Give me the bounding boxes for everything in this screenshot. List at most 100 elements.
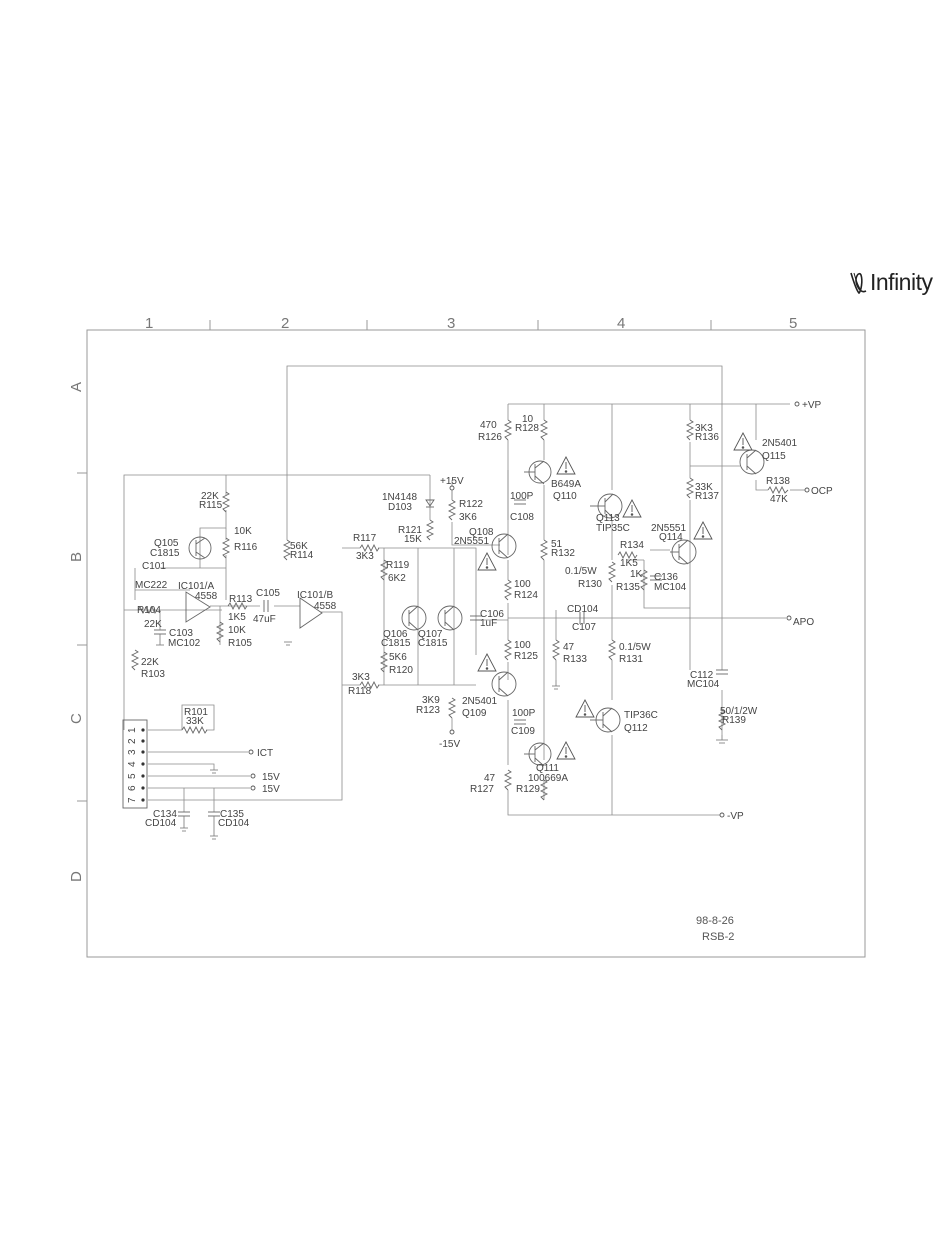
- component-label-q106: C1815: [381, 638, 411, 649]
- resistor-r131-symbol: [607, 639, 617, 661]
- component-label-c134: CD104: [145, 818, 177, 829]
- component-label-r117n: R117: [353, 533, 377, 544]
- infinity-wave-logo-icon: [850, 272, 867, 295]
- component-label-c136: MC104: [654, 582, 687, 593]
- component-label-r127n: R127: [470, 784, 494, 795]
- component-label-r122: 3K6: [459, 512, 477, 523]
- component-label-r118n: R118: [348, 686, 372, 697]
- component-label-r129n: R129: [516, 784, 540, 795]
- resistor-r115-symbol: [221, 491, 231, 513]
- component-label-r115n: R115: [199, 500, 223, 511]
- transistor-q111-symbol: [524, 742, 552, 767]
- net-terminals: [248, 401, 810, 818]
- component-label-ic101bv: 4558: [314, 601, 337, 612]
- net-label-plus-15v: +15V: [440, 476, 464, 487]
- component-label-r128n: R128: [515, 423, 539, 434]
- resistor-r127-symbol: [503, 769, 513, 791]
- connector-net-label-ict: ICT: [257, 748, 273, 759]
- net-label-minus-15v: -15V: [439, 739, 460, 750]
- warning-triangle-icon: [575, 699, 595, 718]
- transistor-q105-symbol: [188, 536, 212, 560]
- connector-pin-number: 7: [127, 797, 138, 803]
- component-label-r101: 33K: [186, 716, 204, 727]
- grid-row-label: D: [68, 871, 85, 882]
- component-label-r133n: R133: [563, 654, 587, 665]
- component-label-r135: 1K: [630, 569, 643, 580]
- component-label-r119: 6K2: [388, 573, 406, 584]
- resistor-r105-symbol: [215, 621, 225, 643]
- warning-triangle-icon: [733, 432, 753, 451]
- component-label-d103n: D103: [388, 502, 412, 513]
- terminal-15v-b: [250, 785, 256, 791]
- component-label-r103n: R103: [141, 669, 165, 680]
- component-label-ic101av: 4558: [195, 591, 218, 602]
- resistor-r134-symbol: [617, 550, 638, 560]
- capacitor-c105-symbol: [263, 600, 269, 612]
- component-label-d103: 1N4148: [382, 492, 417, 503]
- component-label-c108: 100P: [510, 491, 534, 502]
- warning-triangle-icon: [622, 499, 642, 518]
- capacitor-c103-symbol: [154, 629, 166, 635]
- connector-net-label-15v: 15V: [262, 772, 280, 783]
- component-label-q112: TIP36C: [624, 710, 658, 721]
- resistor-r121-symbol: [425, 519, 435, 541]
- component-label-c105: 47uF: [253, 614, 276, 625]
- component-label-r125v: 100: [514, 640, 531, 651]
- component-label-r122n: R122: [459, 499, 483, 510]
- component-label-c107: C107: [572, 622, 596, 633]
- ground-symbol: [716, 735, 728, 744]
- grid-labels: 1 2 3 4 5 A B C D: [68, 315, 797, 882]
- opamp-symbols: [185, 591, 323, 629]
- ground-symbol: [156, 634, 164, 646]
- component-label-r105n: R105: [228, 638, 252, 649]
- component-label-r103v: 22K: [141, 657, 159, 668]
- component-label-r118v: 3K3: [352, 672, 370, 683]
- component-label-r121: 15K: [404, 534, 422, 545]
- connector-pin-number: 1: [127, 727, 138, 733]
- component-label-r113n: R113: [229, 594, 253, 605]
- component-label-c106: 1uF: [480, 618, 497, 629]
- component-label-r131v: 0.1/5W: [619, 642, 651, 653]
- grid-row-label: A: [68, 382, 85, 392]
- component-label-r130n: R130: [578, 579, 602, 590]
- component-label-r136n: R136: [695, 432, 719, 443]
- grid-col-label: 3: [447, 315, 455, 332]
- resistor-r128-symbol: [539, 419, 549, 441]
- component-label-ic101b: IC101/B: [297, 590, 333, 601]
- component-label-q113: TIP35C: [596, 523, 630, 534]
- component-label-q110: B649A: [551, 479, 581, 490]
- resistor-r138-symbol: [767, 485, 789, 495]
- connector-net-label-15v: 15V: [262, 784, 280, 795]
- grid-row-label: B: [68, 552, 85, 562]
- component-label-q114n: Q114: [659, 532, 683, 543]
- net-label-apo: APO: [793, 617, 814, 628]
- component-label-q108n: Q108: [469, 527, 494, 538]
- transistor-q112-symbol: [590, 707, 621, 733]
- component-label-q112n: Q112: [624, 723, 648, 734]
- terminal-ict: [248, 749, 254, 755]
- component-label-c101: C101: [142, 561, 166, 572]
- transistor-q109-symbol: [491, 671, 517, 697]
- resistor-symbols: [130, 419, 789, 801]
- resistor-r103-symbol: [130, 649, 140, 671]
- resistor-r120-symbol: [379, 651, 389, 673]
- resistor-r123-symbol: [447, 697, 457, 719]
- capacitor-c134-symbol: [178, 811, 190, 817]
- resistor-r124-symbol: [503, 579, 513, 601]
- component-label-q114: 2N5551: [651, 523, 686, 534]
- component-label-r124v: 100: [514, 579, 531, 590]
- resistor-r118-symbol: [359, 680, 380, 690]
- component-label-c112n: C112: [690, 670, 714, 681]
- component-label-r137: 33K: [695, 482, 713, 493]
- resistor-r133-symbol: [551, 639, 561, 661]
- component-label-q110n: Q110: [553, 491, 577, 502]
- component-label-q115: 2N5401: [762, 438, 797, 449]
- component-label-r134n: R134: [620, 540, 644, 551]
- component-label-r105v: 10K: [228, 625, 246, 636]
- transistor-q110-symbol: [524, 460, 552, 485]
- capacitor-symbols: [154, 499, 728, 817]
- component-label-c135: CD104: [218, 818, 250, 829]
